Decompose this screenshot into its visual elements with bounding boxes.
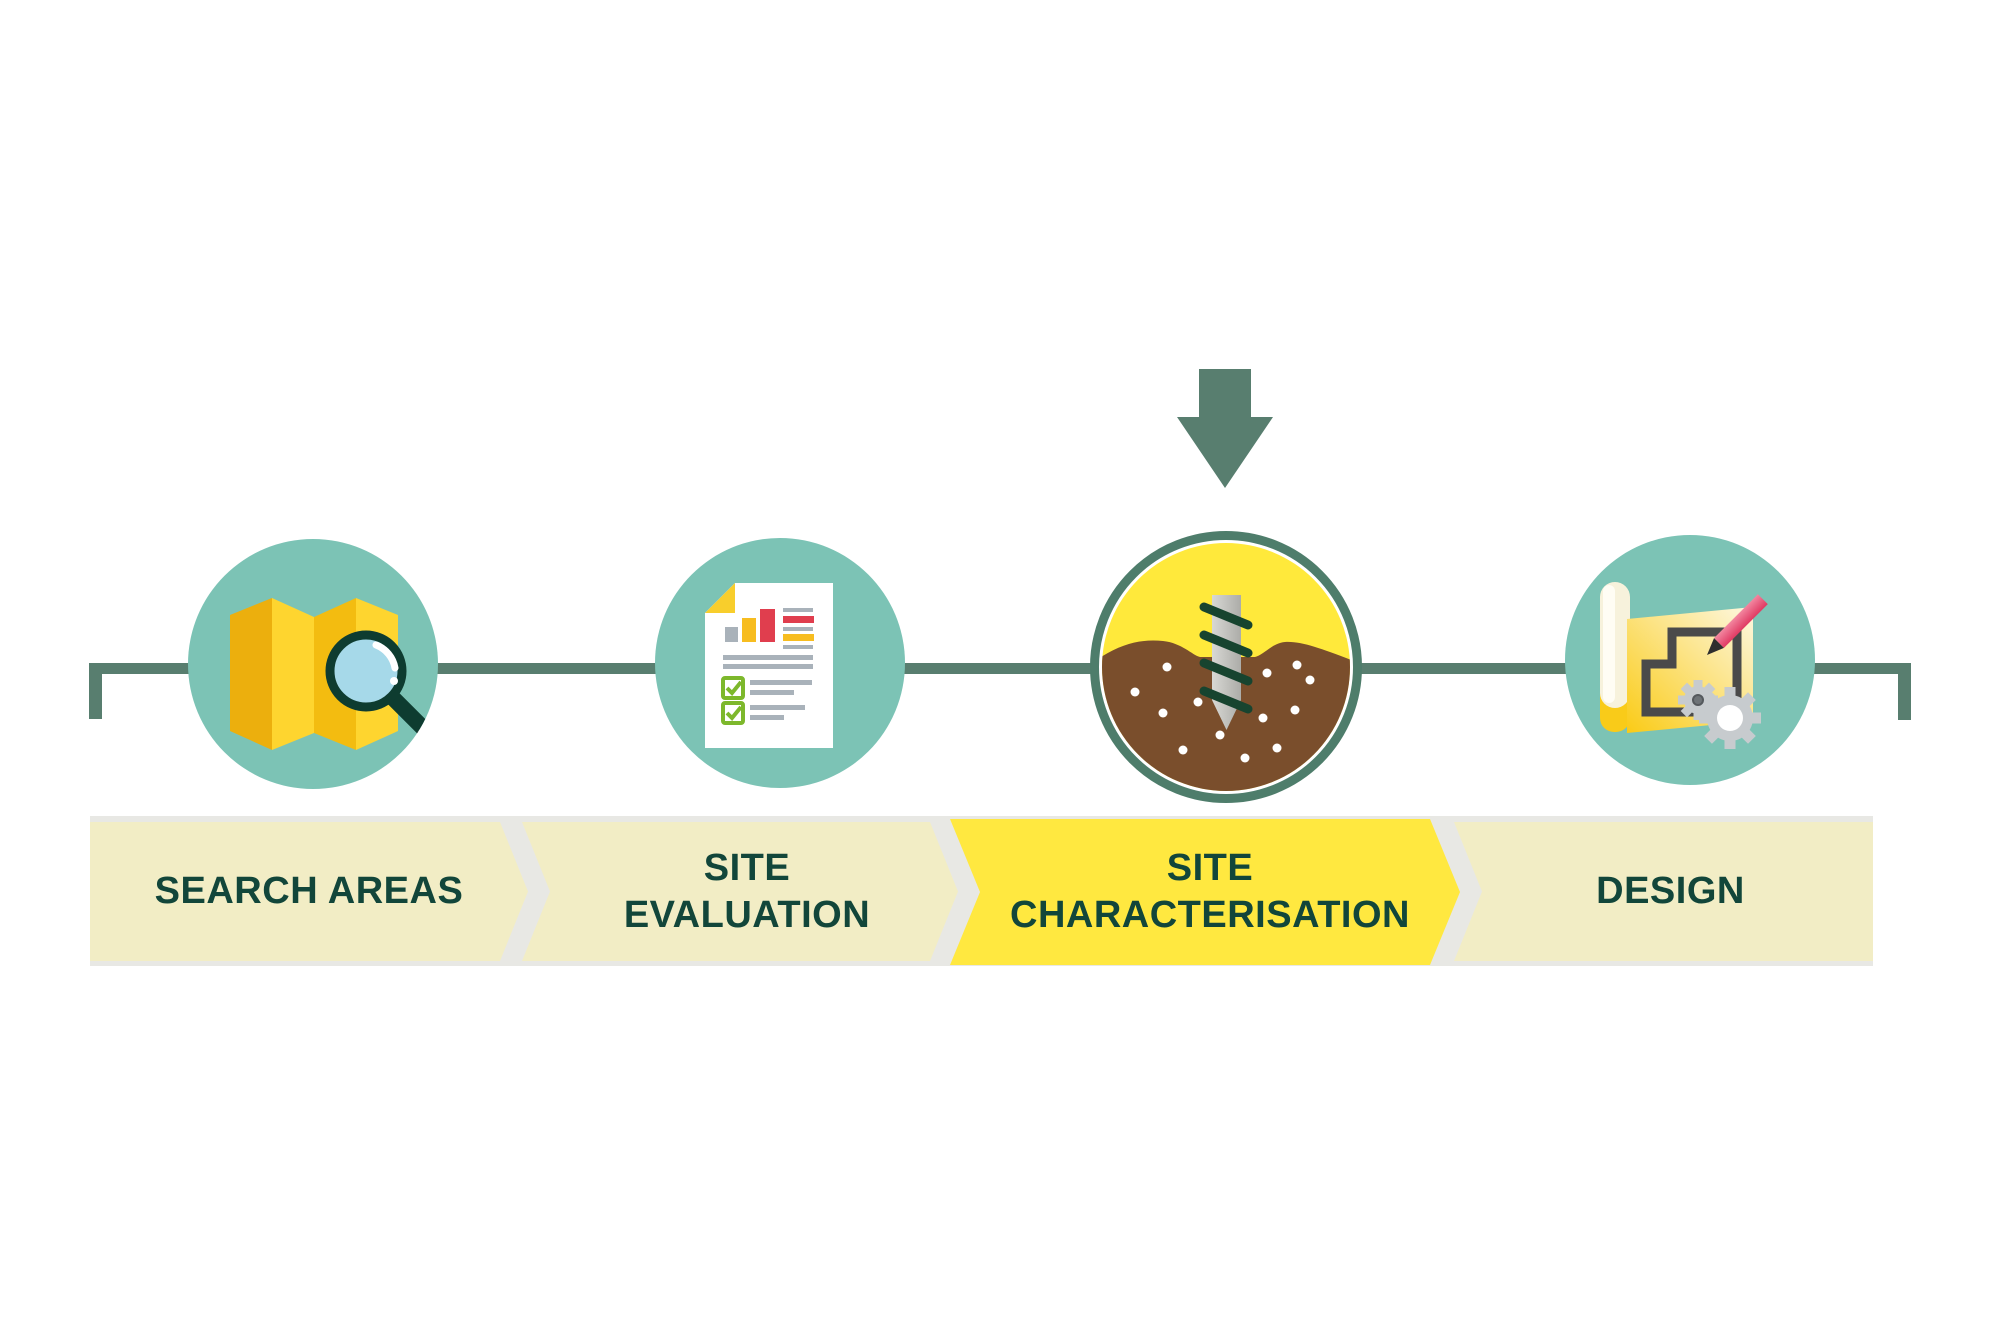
banner-segment-design: DESIGN bbox=[1454, 822, 1873, 961]
connector-end-right bbox=[1898, 663, 1911, 720]
step-label: SEARCH AREAS bbox=[154, 870, 464, 912]
step-label-line: EVALUATION bbox=[623, 893, 871, 936]
step-label-line: CHARACTERISATION bbox=[1010, 894, 1410, 936]
step-circle-site-characterisation bbox=[1102, 543, 1350, 791]
banner-segment-site-evaluation: SITE EVALUATION bbox=[522, 822, 958, 961]
blueprint-gears-icon bbox=[1600, 582, 1768, 749]
step-label-line: SITE bbox=[1166, 847, 1254, 889]
banner-segment-site-characterisation: SITE CHARACTERISATION bbox=[950, 819, 1460, 965]
step-circle-site-evaluation bbox=[655, 538, 905, 788]
step-label: DESIGN bbox=[1596, 870, 1745, 912]
map-search-icon bbox=[230, 598, 438, 750]
connector-line bbox=[96, 663, 1911, 674]
soil-drill-icon bbox=[1102, 595, 1350, 791]
connector-end-left bbox=[89, 663, 102, 719]
down-arrow-icon bbox=[1177, 369, 1273, 488]
banner-segment-search-areas: SEARCH AREAS bbox=[90, 822, 528, 961]
step-circle-search-areas bbox=[188, 539, 438, 789]
step-label-line: SITE bbox=[703, 846, 791, 889]
step-circle-design bbox=[1565, 535, 1815, 785]
report-checklist-icon bbox=[705, 583, 833, 748]
